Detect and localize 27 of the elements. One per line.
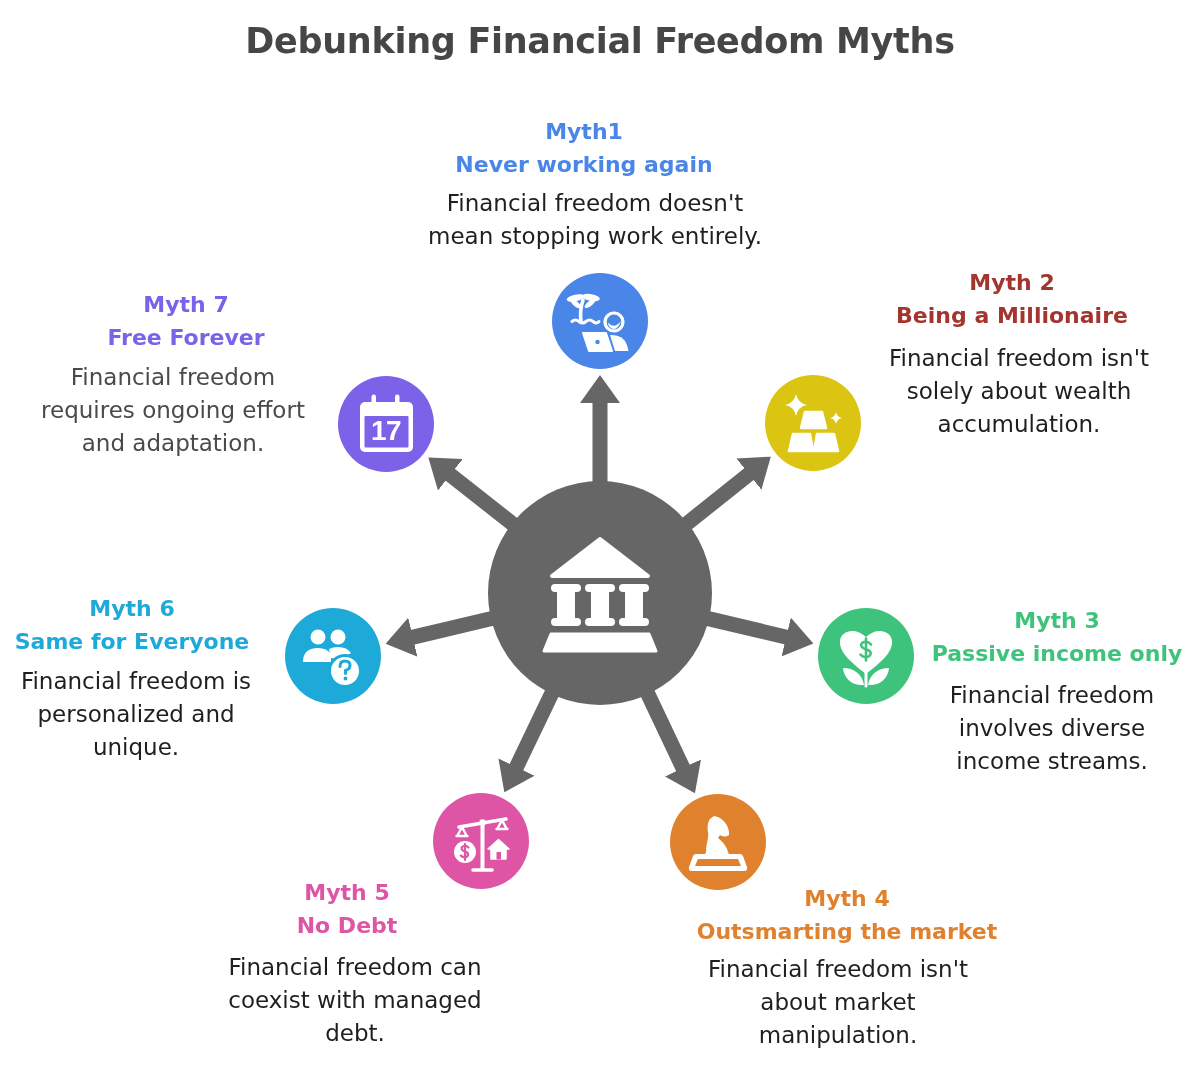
arrow xyxy=(580,375,620,484)
myth-number: Myth 2 xyxy=(969,268,1055,297)
arrow xyxy=(639,688,701,794)
myth-number: Myth 4 xyxy=(804,884,890,913)
myth-title: No Debt xyxy=(296,911,398,940)
arrow xyxy=(680,456,771,531)
myth-title: Free Forever xyxy=(107,323,265,352)
myth-title: Being a Millionaire xyxy=(896,301,1128,330)
myth-title: Outsmarting the market xyxy=(696,917,998,946)
calendar-date: 17 xyxy=(370,417,402,445)
myth-number: Myth 7 xyxy=(143,290,229,319)
myth-number: Myth 5 xyxy=(304,878,390,907)
diagram-title: Debunking Financial Freedom Myths xyxy=(245,20,955,63)
myth-number: Myth1 xyxy=(545,117,623,146)
myth-description: Financial freedom involves diverse income streams. xyxy=(948,680,1156,776)
myth-number: Myth 3 xyxy=(1014,606,1100,635)
myth-description: Financial freedom requires ongoing effort and adaptation. xyxy=(40,362,306,458)
myth-title: Same for Everyone xyxy=(14,627,250,656)
myth-number: Myth 6 xyxy=(89,594,175,623)
arrow xyxy=(498,688,560,793)
myth-description: Financial freedom doesn't mean stopping work entirely. xyxy=(427,188,763,251)
myth-title: Never working again xyxy=(455,150,713,179)
myth-description: Financial freedom can coexist with managed debt. xyxy=(227,952,483,1048)
myth-description: Financial freedom is personalized and unique. xyxy=(19,666,253,762)
myth-description: Financial freedom isn't about market manipulation. xyxy=(706,954,970,1050)
myth-title: Passive income only xyxy=(931,639,1183,668)
myth-description: Financial freedom isn't solely about wealth accumulation. xyxy=(887,343,1151,439)
